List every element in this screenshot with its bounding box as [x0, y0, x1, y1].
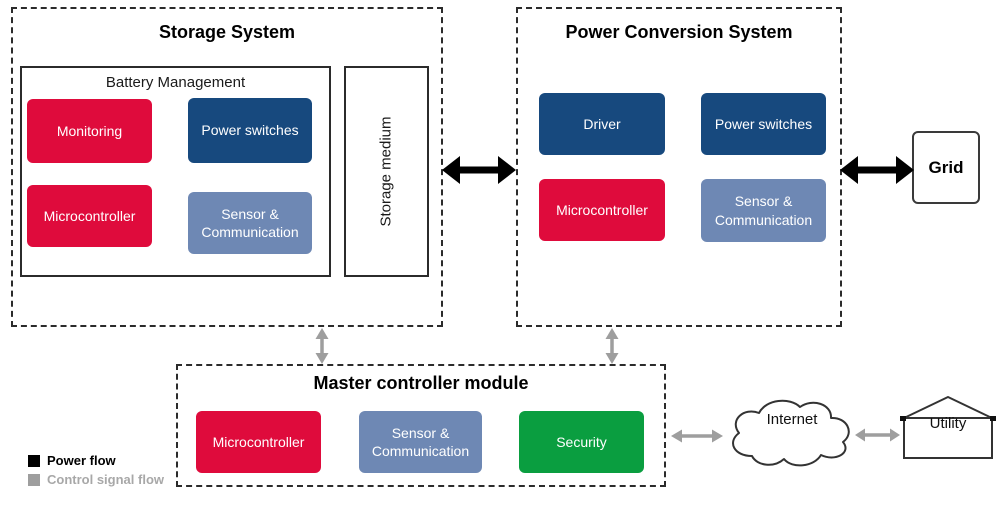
power-flow-legend-label: Power flow	[47, 453, 116, 468]
control-flow-legend-swatch	[28, 473, 40, 486]
block-driver-label: Driver	[583, 115, 621, 132]
internet-cloud-icon	[732, 399, 850, 467]
battery-management-title: Battery Management	[105, 74, 246, 91]
arrow-head-top	[315, 328, 329, 339]
control-flow-legend-label: Control signal flow	[47, 472, 164, 487]
internet-label: Internet	[766, 411, 818, 428]
block-security-label: Security	[556, 433, 607, 450]
control-arrow-storage-master-icon	[315, 328, 329, 364]
block-microcontroller-master-label: Microcontroller	[212, 433, 305, 450]
control-arrow-pcs-master-icon	[605, 328, 619, 364]
arrow-head-right	[890, 428, 900, 442]
utility-label: Utility	[929, 415, 967, 432]
power-flow-arrow-pcs-grid-icon	[840, 156, 914, 184]
arrow-head-bottom	[315, 353, 329, 364]
arrow-head-left	[840, 156, 858, 184]
block-monitoring-label: Monitoring	[56, 122, 123, 139]
block-microcontroller-storage: Microcontroller	[27, 185, 152, 247]
block-microcontroller-master: Microcontroller	[196, 411, 321, 473]
control-arrow-master-internet-icon	[671, 429, 723, 443]
power-conversion-system-box: Power Conversion System	[516, 7, 842, 327]
arrow-head-top	[605, 328, 619, 339]
roof-corner-right	[990, 416, 996, 421]
legend-power-flow: Power flow	[28, 453, 116, 468]
arrow-head-left	[671, 429, 682, 443]
arrow-head-left	[442, 156, 460, 184]
block-microcontroller-pcs: Microcontroller	[539, 179, 665, 241]
block-sensor-communication-master: Sensor & Communication	[359, 411, 482, 473]
block-power-switches-storage-label: Power switches	[201, 122, 299, 139]
block-microcontroller-storage-label: Microcontroller	[43, 207, 136, 224]
block-driver: Driver	[539, 93, 665, 155]
block-security: Security	[519, 411, 644, 473]
house-body	[903, 417, 993, 459]
block-power-switches-pcs-label: Power switches	[714, 115, 813, 132]
block-power-switches-storage: Power switches	[188, 98, 312, 163]
arrow-head-right	[896, 156, 914, 184]
block-sensor-communication-storage: Sensor & Communication	[188, 192, 312, 254]
arrow-head-right	[712, 429, 723, 443]
arrow-head-right	[498, 156, 516, 184]
utility-house-icon	[900, 396, 996, 459]
grid-label: Grid	[928, 157, 964, 177]
power-conversion-system-title: Power Conversion System	[565, 22, 793, 42]
block-sensor-communication-master-label: Sensor & Communication	[371, 424, 470, 459]
legend-control-signal-flow: Control signal flow	[28, 472, 164, 487]
arrow-head-bottom	[605, 353, 619, 364]
grid-box: Grid	[912, 131, 980, 204]
arrow-head-left	[855, 428, 865, 442]
block-sensor-communication-pcs-label: Sensor & Communication	[714, 193, 813, 228]
master-controller-title: Master controller module	[313, 373, 529, 393]
block-sensor-communication-pcs: Sensor & Communication	[701, 179, 826, 242]
roof-corner-left	[900, 416, 906, 421]
power-flow-arrow-storage-pcs-icon	[442, 156, 516, 184]
block-monitoring: Monitoring	[27, 99, 152, 163]
control-arrow-internet-utility-icon	[855, 428, 900, 442]
block-sensor-communication-storage-label: Sensor & Communication	[201, 205, 299, 240]
block-power-switches-pcs: Power switches	[701, 93, 826, 155]
storage-system-title: Storage System	[158, 22, 296, 42]
power-flow-legend-swatch	[28, 454, 40, 467]
block-microcontroller-pcs-label: Microcontroller	[556, 201, 648, 218]
cloud-outline	[732, 399, 850, 467]
storage-medium-box: Storage medium	[344, 66, 429, 277]
master-controller-box: Master controller module	[176, 364, 666, 487]
storage-medium-label: Storage medium	[378, 116, 395, 227]
storage-system-box: Storage System	[11, 7, 443, 327]
